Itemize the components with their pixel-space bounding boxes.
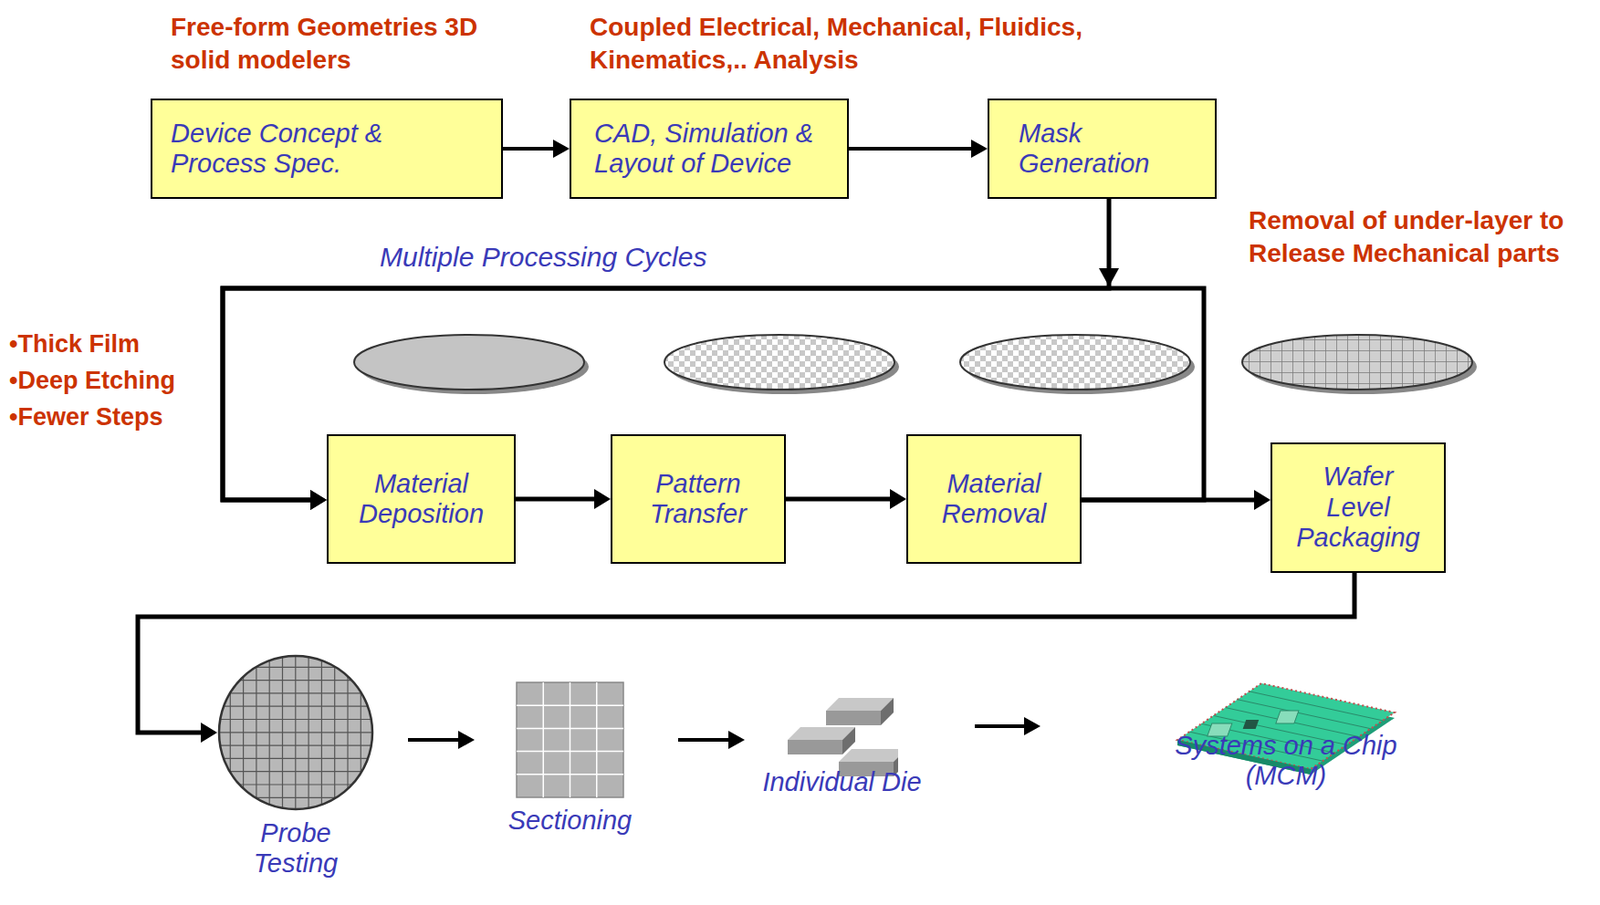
arrowhead (310, 490, 327, 511)
connector-line (515, 497, 595, 502)
arrowhead (1024, 717, 1041, 736)
process-box: Wafer Level Packaging (1270, 442, 1446, 574)
connector-line (502, 146, 554, 151)
stage-label: Sectioning (470, 805, 671, 837)
flow-arrow (678, 731, 745, 750)
process-stage: Sectioning (515, 681, 625, 799)
flow-arrow (502, 139, 570, 158)
wafer-plain (354, 334, 589, 395)
connector-line (407, 738, 459, 743)
process-box: Device Concept & Process Spec. (150, 98, 503, 199)
process-box: CAD, Simulation & Layout of Device (569, 98, 849, 199)
note-label: •Fewer Steps (9, 401, 220, 434)
stage-label: Probe Testing (227, 818, 365, 880)
stage-label: Individual Die (723, 767, 962, 798)
connector-line (974, 724, 1025, 729)
loop-label: Multiple Processing Cycles (379, 239, 837, 275)
wafer-circle (217, 654, 375, 812)
arrowhead (310, 490, 327, 511)
flow-arrow (407, 731, 475, 750)
note-label: Removal of under-layer to Release Mechan… (1248, 204, 1594, 272)
arrowhead (971, 139, 988, 158)
note-label: Coupled Electrical, Mechanical, Fluidics… (589, 10, 1083, 78)
process-box: Mask Generation (987, 98, 1217, 199)
flow-arrow (785, 489, 907, 510)
arrowhead (728, 731, 745, 750)
wafer-patterned (664, 334, 900, 395)
arrowhead (594, 489, 611, 510)
connector-line (785, 497, 890, 502)
note-label: •Deep Etching (9, 365, 220, 398)
stage-label: Systems on a Chip (MCM) (1149, 731, 1423, 793)
process-box: Material Deposition (326, 434, 516, 565)
box-label: Mask Generation (1018, 118, 1204, 180)
arrowhead (1254, 490, 1271, 511)
box-label: Material Removal (919, 469, 1069, 531)
flow-arrow (974, 717, 1041, 736)
arrowhead (553, 139, 570, 158)
process-box: Pattern Transfer (610, 434, 786, 565)
process-stage: Individual Die (785, 696, 899, 786)
box-label: Material Deposition (339, 469, 503, 531)
note-label: Free-form Geometries 3D solid modelers (170, 10, 491, 78)
note-label: •Thick Film (9, 328, 220, 361)
box-label: Device Concept & Process Spec. (170, 118, 465, 180)
box-label: CAD, Simulation & Layout of Device (594, 118, 824, 180)
connector-line (678, 738, 729, 743)
process-stage: Systems on a Chip (MCM) (1173, 678, 1399, 786)
box-label: Wafer Level Packaging (1293, 461, 1423, 554)
diced-grid (515, 681, 625, 799)
arrowhead (458, 731, 475, 750)
wafer-etched (960, 334, 1195, 395)
flow-arrow (515, 489, 611, 510)
connector-line (848, 146, 972, 151)
arrowhead (889, 489, 907, 510)
process-stage: Probe Testing (217, 654, 375, 812)
box-label: Pattern Transfer (623, 469, 774, 531)
wafer-released (1242, 334, 1477, 395)
process-box: Material Removal (906, 434, 1082, 565)
arrowhead (200, 722, 218, 743)
flow-arrow (848, 139, 988, 158)
